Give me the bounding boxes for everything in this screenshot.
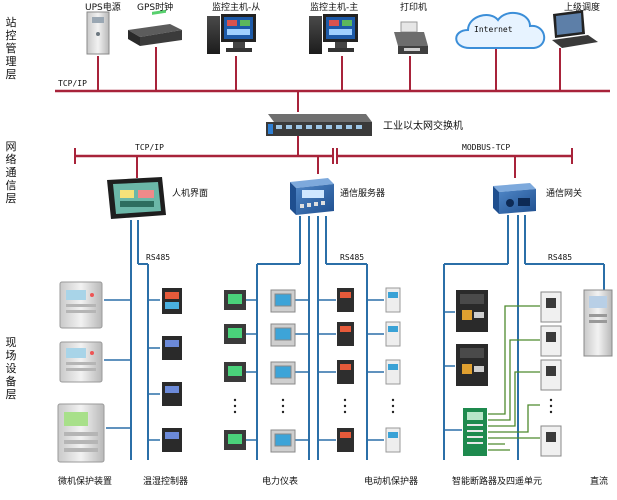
label-dc: 直流 <box>590 477 609 487</box>
label-meter: 电力仪表 <box>262 477 299 487</box>
four-remote-unit <box>463 408 487 456</box>
more-devices-ellipses <box>233 398 553 414</box>
label-printer: 打印机 <box>400 3 428 13</box>
hmi-panel-device <box>107 177 166 219</box>
rs485-branch-lines <box>130 215 605 460</box>
dc-panel-device <box>583 289 613 357</box>
label-switch: 工业以太网交换机 <box>383 121 463 132</box>
label-gateway: 通信网关 <box>546 189 583 199</box>
label-monitor-master: 监控主机-主 <box>310 3 359 13</box>
label-modbus-tcp: MODBUS-TCP <box>462 143 511 152</box>
label-rs485-2: RS485 <box>340 253 365 262</box>
protection-device-1 <box>59 281 103 329</box>
layer-label-field: 现场设备层 <box>5 336 17 401</box>
label-rs485-1: RS485 <box>146 253 171 262</box>
label-rs485-3: RS485 <box>548 253 573 262</box>
power-meter-col1 <box>224 290 246 450</box>
monitor-host-slave <box>207 14 256 54</box>
air-circuit-breaker-1 <box>456 290 488 332</box>
temp-humidity-controller-2 <box>162 336 182 360</box>
motor-protector-col2 <box>385 287 401 453</box>
label-smart-breaker: 智能断路器及四遥单元 <box>452 477 543 487</box>
label-hmi: 人机界面 <box>172 189 209 199</box>
label-comm-server: 通信服务器 <box>340 189 386 199</box>
label-monitor-slave: 监控主机-从 <box>212 3 261 13</box>
air-circuit-breaker-2 <box>456 344 488 386</box>
laptop-device <box>552 10 598 48</box>
layer-label-network: 网络通信层 <box>5 140 17 205</box>
protection-device-3 <box>57 403 105 463</box>
device-stubs <box>104 299 462 441</box>
printer-device <box>394 21 428 54</box>
power-meter-col2 <box>270 289 296 453</box>
layer-label-station: 站控管理层 <box>5 16 17 81</box>
gps-clock-device <box>128 9 182 46</box>
motor-protector-col1 <box>337 288 354 452</box>
protection-device-2 <box>59 341 103 383</box>
label-tcpip-top: TCP/IP <box>58 79 87 88</box>
four-remote-links <box>488 305 540 451</box>
mccb-breakers <box>540 291 562 457</box>
network-drop-lines <box>74 148 573 178</box>
temp-humidity-controller-1 <box>162 288 182 314</box>
comm-server-device <box>290 178 334 215</box>
label-protection: 微机保护装置 <box>58 477 113 487</box>
label-gps: GPS时钟 <box>137 3 174 13</box>
label-temp-humidity: 温湿控制器 <box>143 477 189 487</box>
gateway-device <box>493 183 536 214</box>
temp-humidity-controller-3 <box>162 382 182 406</box>
monitor-host-master <box>309 14 358 54</box>
label-upper-dispatch: 上级调度 <box>564 3 601 13</box>
temp-humidity-controller-4 <box>162 428 182 452</box>
ups-power-device <box>86 11 110 55</box>
ethernet-switch-device <box>266 114 372 136</box>
label-tcpip-mid: TCP/IP <box>135 143 164 152</box>
label-motor-protector: 电动机保护器 <box>364 477 419 487</box>
internet-cloud <box>455 11 545 49</box>
station-drop-lines <box>97 47 561 91</box>
label-ups: UPS电源 <box>85 3 121 13</box>
label-internet: Internet <box>474 25 513 34</box>
